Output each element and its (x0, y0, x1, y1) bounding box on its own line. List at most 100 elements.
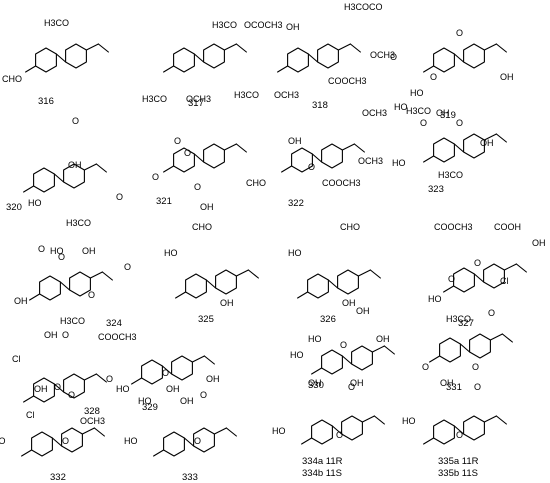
ring-334-a (311, 419, 333, 445)
atom-label-316-1: CHO (2, 74, 22, 84)
ring-335-b (463, 415, 485, 441)
ring-317-b (203, 43, 225, 69)
chain-bond-2-316 (97, 43, 109, 53)
compound-number-327-7: 327 (458, 318, 474, 329)
compound-number-321-5: 321 (156, 196, 172, 207)
atom-label-332-3: O (62, 436, 69, 446)
atom-label-323-1: O (420, 118, 427, 128)
atom-label-324-5: O (88, 290, 95, 300)
atom-label-320-0: O (72, 116, 79, 126)
atom-label-331-0: O (448, 274, 455, 284)
linker-bond-328 (53, 383, 65, 393)
ring-329-a (141, 359, 163, 385)
methyl-bond-327 (443, 285, 455, 293)
atom-label-320-5: HO (50, 246, 64, 256)
chain-bond-2-325 (247, 269, 259, 279)
ring-329-b (171, 355, 193, 381)
atom-label-327-1: COOH (494, 222, 521, 232)
ring-332-a (31, 431, 53, 457)
chain-bond-2-335 (495, 415, 507, 425)
atom-label-319-3: OH (500, 72, 514, 82)
ring-330-a (321, 349, 343, 375)
chain-bond-316 (85, 43, 99, 51)
linker-bond-327 (473, 273, 485, 283)
atom-label-326-0: CHO (340, 222, 360, 232)
atom-label-325-1: HO (164, 248, 178, 258)
methyl-bond-331 (429, 355, 441, 363)
chain-bond-333 (213, 427, 227, 435)
chain-bond-2-332 (93, 427, 105, 437)
methyl-bond-328 (23, 395, 35, 403)
ring-318-b (317, 43, 339, 69)
atom-label-321-1: O (184, 148, 191, 158)
methyl-bond-320 (23, 185, 35, 193)
linker-bond-317 (193, 53, 205, 63)
linker-bond-318 (307, 53, 319, 63)
atom-label-325-0: CHO (192, 222, 212, 232)
ring-320-a (33, 167, 55, 193)
ring-327-a (453, 267, 475, 293)
compound-number-323-6: 323 (428, 184, 444, 195)
atom-label-322-1: OH (288, 136, 302, 146)
atom-label-324-1: O (38, 244, 45, 254)
chain-bond-317 (223, 43, 237, 51)
atom-label-328-2: COOCH3 (98, 332, 137, 342)
atom-label-332-2: HO (0, 436, 6, 446)
atom-label-317-0: H3CO (212, 20, 237, 30)
ring-316-a (35, 47, 57, 73)
linker-bond-330 (341, 355, 353, 365)
atom-label-328-1: O (62, 330, 69, 340)
chain-bond-2-330 (383, 345, 395, 355)
ring-324-a (39, 275, 61, 301)
methyl-bond-329 (131, 377, 143, 385)
methyl-bond-322 (281, 165, 293, 173)
linker-bond-329 (161, 365, 173, 375)
atom-label-317-1: OCOCH3 (244, 20, 283, 30)
ring-326-b (337, 269, 359, 295)
atom-label-328-5: O (106, 374, 113, 384)
compound-number-316-2: 316 (38, 96, 54, 107)
compound-number-329-5: 329 (142, 402, 158, 413)
linker-bond-323 (453, 143, 465, 153)
atom-label-317-3: OCH3 (186, 94, 211, 104)
chain-bond-331 (489, 333, 503, 341)
chain-bond-324 (89, 271, 103, 279)
methyl-bond-321 (163, 165, 175, 173)
atom-label-323-4: HO (392, 158, 406, 168)
atom-label-320-2: OH (68, 160, 82, 170)
chain-bond-326 (357, 269, 371, 277)
ring-323-a (433, 137, 455, 163)
compound-number-335-5: 335b 11S (438, 468, 478, 479)
methyl-bond-326 (297, 291, 309, 299)
atom-label-328-6: Cl (26, 410, 35, 420)
atom-label-330-4: HO (290, 350, 304, 360)
atom-label-330-2: O (340, 340, 347, 350)
methyl-bond-333 (153, 449, 165, 457)
ring-325-b (215, 269, 237, 295)
linker-bond-319 (453, 53, 465, 63)
atom-label-322-4: CHO (246, 178, 266, 188)
atom-label-324-2: O (58, 252, 65, 262)
chain-bond-2-321 (235, 143, 247, 153)
compound-number-330-6: 330 (308, 380, 324, 391)
compound-number-324-7: 324 (106, 318, 122, 329)
compound-number-320-7: 320 (6, 202, 22, 213)
chain-bond-330 (371, 345, 385, 353)
atom-label-322-3: OCH3 (358, 156, 383, 166)
linker-bond-326 (327, 279, 339, 289)
methyl-bond-323 (423, 155, 435, 163)
chain-bond-2-333 (225, 427, 237, 437)
atom-label-318-5: COOCH3 (328, 76, 367, 86)
chain-bond-322 (341, 143, 355, 151)
compound-number-333-4: 333 (182, 472, 198, 483)
linker-bond-335 (453, 425, 465, 435)
ring-319-b (463, 43, 485, 69)
chain-bond-328 (83, 373, 97, 381)
atom-label-331-2: O (422, 362, 429, 372)
chain-bond-2-319 (495, 43, 507, 53)
chain-bond-2-328 (95, 373, 107, 383)
atom-label-326-1: HO (288, 248, 302, 258)
ring-319-a (433, 47, 455, 73)
atom-label-329-4: OH (180, 396, 194, 406)
